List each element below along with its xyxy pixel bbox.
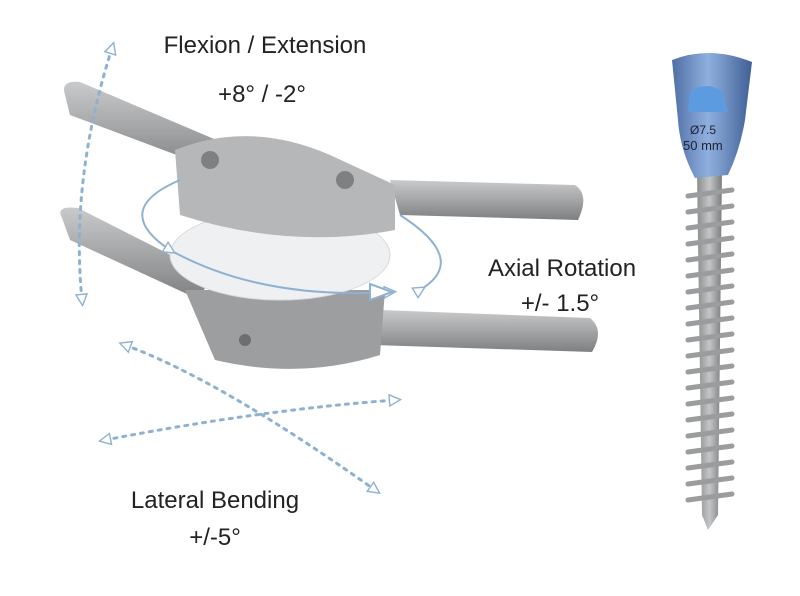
flexion-extension-value: +8° / -2°: [218, 81, 306, 108]
screw-thread: [685, 331, 735, 343]
axial-rotation-value: +/- 1.5°: [520, 290, 600, 317]
screw-thread: [685, 427, 735, 439]
screw-thread: [685, 299, 735, 311]
screw-thread: [685, 315, 735, 327]
axial-rotation-arrow: [141, 179, 442, 293]
screw-thread: [685, 411, 735, 423]
screw-thread: [685, 219, 735, 231]
lateral-arrow-1: [125, 345, 375, 490]
screw-thread: [685, 443, 735, 455]
lateral-bending-title: Lateral Bending: [130, 487, 300, 514]
screw-thread: [685, 491, 735, 503]
screw-thread: [685, 459, 735, 471]
screw-length: 50 mm: [683, 138, 723, 153]
pedicle-screw: Ø7.5 50 mm: [672, 52, 752, 530]
axial-rotation-title: Axial Rotation: [487, 255, 637, 282]
screw-thread: [685, 379, 735, 391]
screw-thread: [685, 395, 735, 407]
implant-body: [169, 136, 395, 369]
screw-thread: [685, 347, 735, 359]
lateral-arrow-2: [105, 400, 395, 440]
screw-thread: [685, 187, 735, 199]
screw-thread: [685, 363, 735, 375]
screw-thread: [685, 475, 735, 487]
screw-thread: [685, 267, 735, 279]
lateral-bending-value: +/-5°: [189, 524, 241, 551]
screw-thread: [685, 235, 735, 247]
flexion-extension-title: Flexion / Extension: [163, 32, 367, 59]
screw-thread: [685, 251, 735, 263]
screw-thread: [685, 283, 735, 295]
screw-thread: [685, 203, 735, 215]
flexion-arrow: [79, 48, 112, 300]
screw-diameter: Ø7.5: [690, 123, 716, 137]
